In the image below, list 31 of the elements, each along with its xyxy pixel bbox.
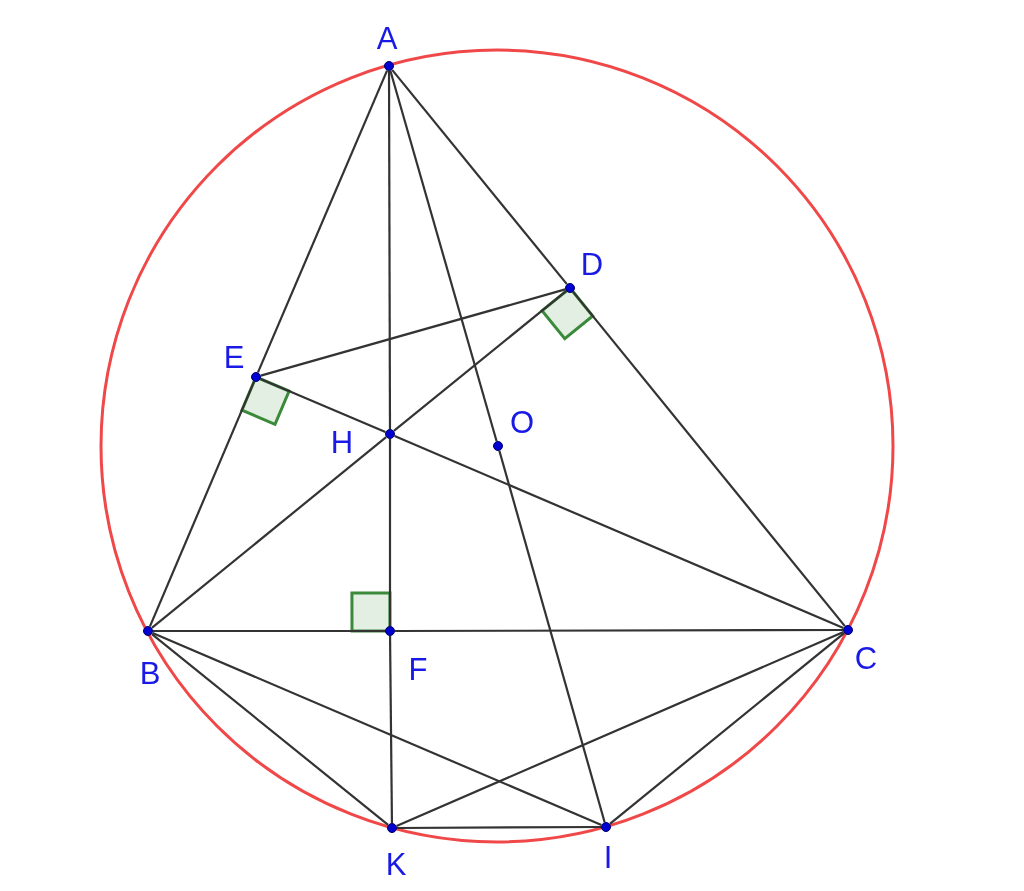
line-segment [388, 636, 394, 823]
line-segment [153, 629, 385, 633]
line-segment [396, 631, 844, 827]
line-segment [498, 450, 606, 823]
point-label: D [580, 248, 604, 280]
line-segment [609, 632, 845, 825]
line-segment [395, 628, 843, 633]
line-segment [387, 71, 392, 429]
line-segment [572, 291, 846, 627]
line-segment [389, 70, 498, 442]
point-label: C [854, 642, 878, 674]
line-segment [152, 631, 602, 827]
point-label: A [376, 22, 398, 54]
point-label: I [603, 841, 613, 873]
point-label: O [509, 406, 535, 438]
point-label: B [139, 657, 161, 689]
line-segment [256, 70, 389, 373]
line-segment [151, 436, 387, 629]
line-segment [388, 439, 392, 626]
line-segment [394, 434, 844, 630]
point-label: H [330, 426, 354, 458]
line-segment [260, 377, 386, 434]
line-segment [391, 69, 568, 285]
point-label: F [408, 653, 428, 685]
line-segment [393, 290, 567, 432]
line-segment [148, 381, 256, 627]
point-label: E [223, 341, 245, 373]
line-segment [260, 288, 566, 377]
point-label: K [385, 848, 407, 880]
line-segment [397, 825, 601, 830]
line-segment [151, 633, 389, 826]
